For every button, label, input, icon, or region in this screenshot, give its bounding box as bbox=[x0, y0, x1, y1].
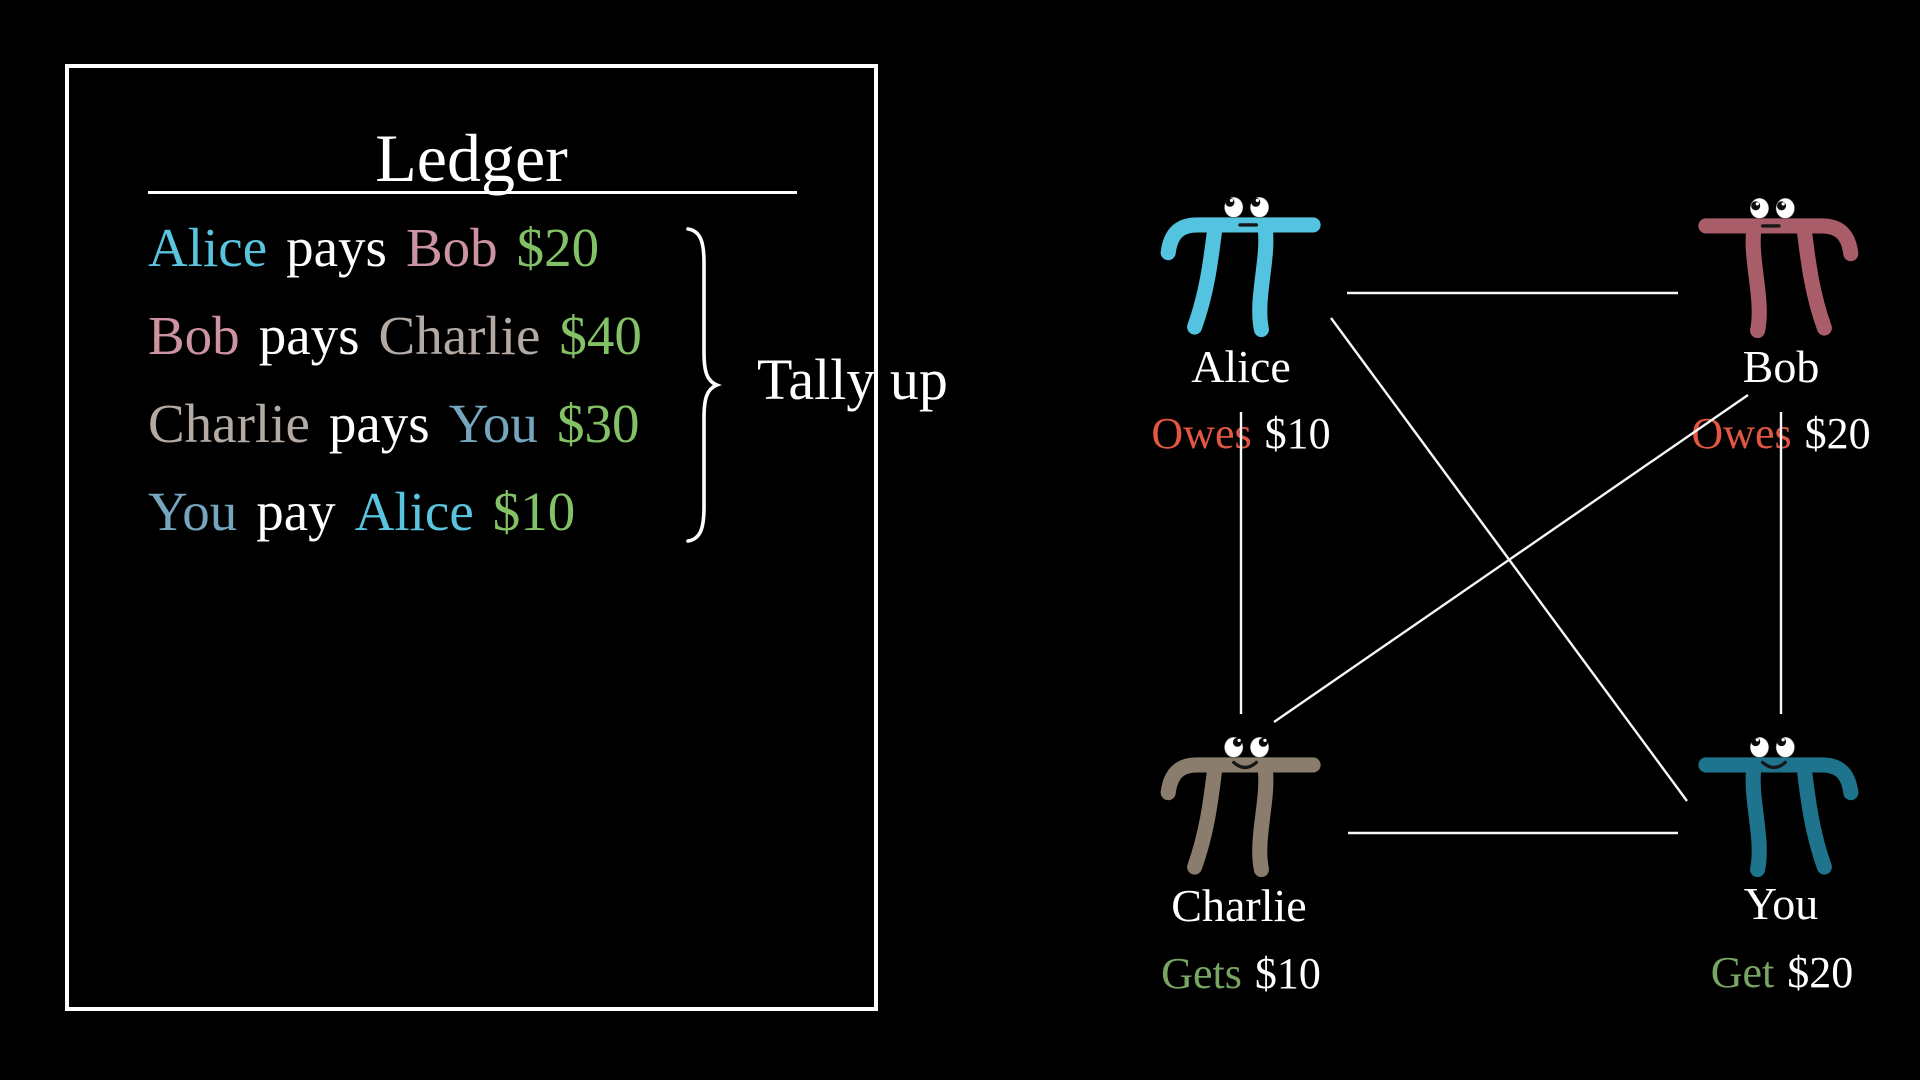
edge-bob-charlie bbox=[1273, 394, 1749, 723]
entry-2-verb: pays bbox=[258, 305, 360, 366]
node-status-alice: Owes $10 bbox=[1151, 412, 1330, 456]
you-status-word: Get bbox=[1710, 948, 1775, 997]
alice-status-word: Owes bbox=[1151, 409, 1252, 458]
alice-eye bbox=[1249, 196, 1270, 219]
entry-4-payee: Alice bbox=[354, 481, 474, 542]
alice-pupil bbox=[1251, 197, 1261, 207]
entry-1-payer: Alice bbox=[148, 217, 268, 278]
node-label-alice: Alice bbox=[1191, 341, 1291, 392]
ledger-entry-4: You pay Alice $10 bbox=[148, 484, 575, 539]
pi-creature-bob bbox=[1706, 197, 1851, 331]
charlie-eye-glint bbox=[1263, 738, 1267, 743]
alice-status-amount: $10 bbox=[1264, 409, 1331, 458]
node-status-charlie: Gets $10 bbox=[1161, 952, 1321, 996]
entry-2-payer: Bob bbox=[148, 305, 240, 366]
node-status-you: Get $20 bbox=[1711, 951, 1854, 995]
entry-1-verb: pays bbox=[286, 217, 387, 278]
pi-creature-charlie bbox=[1168, 736, 1313, 870]
alice-eye-glint bbox=[1255, 198, 1260, 203]
tally-up-label: Tally up bbox=[757, 347, 948, 412]
alice-eye bbox=[1223, 196, 1244, 219]
entry-2-amount: $40 bbox=[559, 305, 642, 366]
alice-eye-glint bbox=[1229, 198, 1234, 203]
node-label-charlie: Charlie bbox=[1171, 880, 1307, 931]
bob-pupil bbox=[1776, 201, 1787, 211]
you-status-amount: $20 bbox=[1787, 948, 1854, 997]
bob-pupil bbox=[1751, 201, 1761, 211]
you-eye bbox=[1749, 736, 1770, 759]
charlie-pupil bbox=[1232, 737, 1243, 747]
entry-4-payer: You bbox=[148, 481, 238, 542]
you-pupil bbox=[1776, 737, 1787, 747]
bob-status-word: Owes bbox=[1691, 409, 1792, 458]
you-mouth bbox=[1760, 760, 1787, 770]
pi-creature-alice bbox=[1168, 196, 1313, 330]
charlie-mouth bbox=[1232, 760, 1259, 770]
entry-4-verb: pay bbox=[256, 481, 336, 542]
bob-eye bbox=[1775, 197, 1796, 220]
alice-pupil bbox=[1225, 197, 1235, 207]
charlie-status-word: Gets bbox=[1161, 949, 1242, 998]
ledger-title: Ledger bbox=[375, 120, 568, 196]
entry-3-payer: Charlie bbox=[148, 393, 310, 454]
entry-3-payee: You bbox=[448, 393, 538, 454]
entry-3-verb: pays bbox=[328, 393, 430, 454]
bob-eye bbox=[1749, 197, 1770, 220]
node-label-you: You bbox=[1743, 878, 1819, 929]
you-pupil bbox=[1751, 737, 1761, 747]
edge-alice-you bbox=[1330, 317, 1688, 802]
ledger-title-underline bbox=[148, 191, 797, 194]
charlie-eye bbox=[1223, 736, 1244, 759]
ledger-entry-3: Charlie pays You $30 bbox=[148, 396, 639, 451]
pi-creature-you bbox=[1706, 736, 1851, 870]
charlie-eye-glint bbox=[1237, 738, 1241, 743]
you-eye-glint bbox=[1755, 738, 1759, 742]
charlie-eye bbox=[1249, 736, 1270, 759]
you-eye bbox=[1775, 736, 1796, 759]
entry-3-amount: $30 bbox=[556, 393, 640, 454]
entry-1-payee: Bob bbox=[405, 217, 498, 278]
you-eye-glint bbox=[1781, 738, 1785, 742]
node-label-bob: Bob bbox=[1742, 341, 1820, 392]
node-status-bob: Owes $20 bbox=[1691, 412, 1870, 456]
ledger-entry-2: Bob pays Charlie $40 bbox=[148, 308, 642, 363]
entry-1-amount: $20 bbox=[516, 217, 600, 278]
charlie-pupil bbox=[1258, 737, 1268, 747]
charlie-status-amount: $10 bbox=[1254, 949, 1321, 998]
ledger-box bbox=[65, 64, 878, 1011]
entry-4-amount: $10 bbox=[492, 481, 576, 542]
bob-eye-glint bbox=[1781, 202, 1785, 206]
bob-eye-glint bbox=[1755, 202, 1759, 206]
ledger-entry-1: Alice pays Bob $20 bbox=[148, 220, 599, 275]
bob-status-amount: $20 bbox=[1804, 409, 1871, 458]
entry-2-payee: Charlie bbox=[378, 305, 541, 366]
